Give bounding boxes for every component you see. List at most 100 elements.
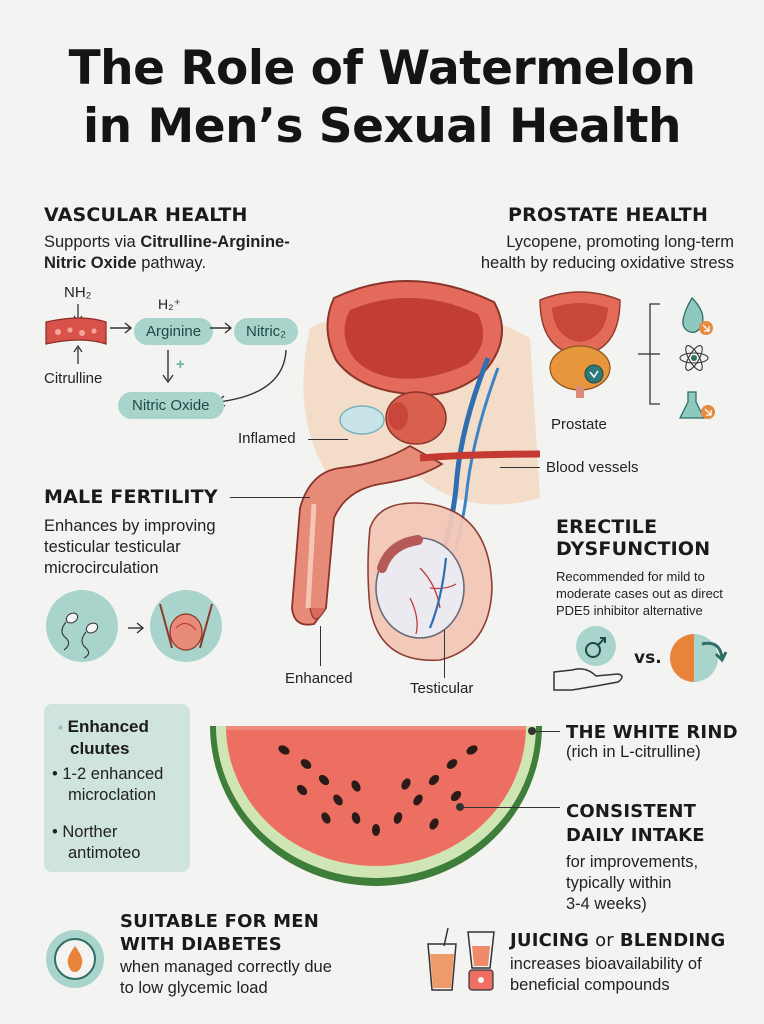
atom-icon (679, 345, 709, 371)
title-line-1: The Role of Watermelon (68, 41, 696, 96)
inflamed-leader-line (308, 439, 348, 440)
diabetes-heading-line-2: WITH DIABETES (120, 934, 282, 955)
hand-male-symbol-icon (553, 626, 623, 691)
prostate-description: Lycopene, promoting long-term health by … (454, 232, 734, 274)
enhanced-item-2b: antimoteo (68, 844, 141, 862)
juicing-desc-line-1: increases bioavailability of (510, 955, 702, 973)
testis-icon (150, 590, 222, 662)
intake-leader-line (460, 807, 560, 808)
erectile-description: Recommended for mild to moderate cases o… (556, 568, 723, 619)
arrow-right-icon-3 (128, 622, 145, 634)
enhanced-label: Enhanced (285, 670, 353, 687)
prostate-icons (678, 296, 715, 419)
nitric-oxide-pill: Nitric Oxide (118, 392, 224, 419)
enhanced-box-title-2: cluutes (70, 739, 130, 758)
citrulline-label: Citrulline (44, 370, 103, 387)
rind-leader-dot (528, 727, 536, 735)
enhanced-item-1b: microclation (68, 786, 157, 804)
enhanced-box-item-1: • 1-2 enhanced microclation (52, 765, 164, 804)
arginine-pill: Arginine (134, 318, 214, 345)
fertility-description: Enhances by improving testicular testicu… (44, 516, 216, 579)
watermelon-slice-illustration (210, 726, 542, 886)
fertility-desc-line-3: microcirculation (44, 559, 159, 577)
intake-description: for improvements, typically within 3-4 w… (566, 852, 698, 915)
diabetes-desc-line-1: when managed correctly due (120, 958, 332, 976)
erectile-heading: ERECTILE DYSFUNCTION (556, 516, 710, 560)
blender-icon (467, 931, 495, 991)
testicular-leader-line (444, 630, 445, 678)
pill-comparison-icon (670, 634, 728, 682)
flask-icon (678, 391, 715, 419)
diabetes-description: when managed correctly due to low glycem… (120, 957, 332, 999)
rind-leader-line (532, 731, 560, 732)
prostate-illustration (539, 291, 621, 398)
fertility-desc-line-2: testicular testicular (44, 538, 181, 556)
erectile-heading-line-2: DYSFUNCTION (556, 538, 711, 560)
testicular-label: Testicular (410, 680, 474, 697)
blood-vessel-icon (45, 304, 107, 364)
fertility-desc-line-1: Enhances by improving (44, 517, 216, 535)
vascular-desc-suffix: pathway. (136, 254, 207, 272)
prostate-desc-line-1: Lycopene, promoting long-term (506, 233, 734, 251)
diabetes-heading-line-1: SUITABLE FOR MEN (120, 911, 320, 932)
plus-sign: + (176, 356, 185, 373)
juicing-heading-b: BLENDING (619, 930, 726, 951)
diabetes-heading: SUITABLE FOR MEN WITH DIABETES (120, 910, 319, 956)
sperm-icon (46, 590, 118, 662)
juicing-heading: JUICING or BLENDING (510, 930, 725, 951)
intake-desc-line-2: typically within (566, 874, 672, 892)
fertility-heading: MALE FERTILITY (44, 486, 218, 508)
intake-heading: CONSISTENT DAILY INTAKE (566, 800, 705, 848)
intake-desc-line-1: for improvements, (566, 853, 699, 871)
erectile-heading-line-1: ERECTILE (556, 516, 658, 538)
juicing-heading-or: or (589, 930, 620, 951)
fertility-icons (46, 590, 222, 662)
vs-label: vs. (634, 648, 662, 668)
arrow-right-icon-2 (210, 322, 233, 334)
prostate-heading: PROSTATE HEALTH (508, 204, 709, 226)
juice-glass-icon (427, 927, 457, 991)
inflamed-label: Inflamed (238, 430, 296, 447)
flame-icon (682, 296, 713, 335)
erectile-desc-line-3: PDE5 inhibitor alternative (556, 603, 703, 618)
intake-desc-line-3: 3-4 weeks) (566, 895, 647, 913)
erectile-desc-line-2: moderate cases out as direct (556, 586, 723, 601)
juicing-heading-a: JUICING (510, 930, 590, 951)
rind-heading: THE WHITE RIND (566, 722, 738, 743)
diabetes-desc-line-2: to low glycemic load (120, 979, 268, 997)
vascular-description: Supports via Citrulline-Arginine- Nitric… (44, 232, 344, 274)
vascular-heading: VASCULAR HEALTH (44, 204, 248, 226)
enhanced-box-title: • Enhanced cluutes (58, 716, 149, 759)
enhanced-box-item-2: • Norther antimoteo (52, 823, 141, 862)
arrow-right-icon (110, 322, 133, 334)
enhanced-item-1a: 1-2 enhanced (62, 765, 164, 783)
blood-vessels-label: Blood vessels (546, 459, 639, 476)
page-title: The Role of Watermelon in Men’s Sexual H… (0, 40, 764, 156)
intake-heading-line-1: CONSISTENT (566, 801, 697, 822)
nitric2-pill: Nitric₂ (234, 318, 298, 345)
male-reproductive-anatomy-illustration (291, 280, 541, 662)
fertility-leader-line (230, 497, 310, 498)
juicing-desc-line-2: beneficial compounds (510, 976, 670, 994)
vascular-desc-bold-2: Nitric Oxide (44, 254, 137, 272)
prostate-desc-line-2: health by reducing oxidative stress (480, 254, 734, 272)
rind-description: (rich in L-citrulline) (566, 743, 701, 761)
enhanced-item-2a: Norther (62, 823, 118, 841)
intake-leader-dot (456, 803, 464, 811)
blood-vessels-leader-line (500, 467, 540, 468)
h2-label: H₂⁺ (158, 296, 181, 312)
enhanced-leader-line (320, 626, 321, 666)
title-line-2: in Men’s Sexual Health (83, 99, 681, 154)
erectile-desc-line-1: Recommended for mild to (556, 569, 705, 584)
juice-blender-icon (427, 927, 495, 991)
intake-heading-line-2: DAILY INTAKE (566, 825, 705, 846)
blood-drop-icon (46, 930, 104, 988)
enhanced-box-title-1: Enhanced (67, 717, 149, 736)
bullet-dot: • (58, 719, 63, 735)
enhanced-info-box (44, 704, 190, 872)
vascular-desc-prefix: Supports via (44, 233, 141, 251)
prostate-label: Prostate (551, 416, 607, 433)
nh2-label: NH₂ (64, 284, 92, 301)
bracket-lines (638, 303, 660, 405)
vascular-desc-bold-1: Citrulline-Arginine- (140, 233, 290, 251)
